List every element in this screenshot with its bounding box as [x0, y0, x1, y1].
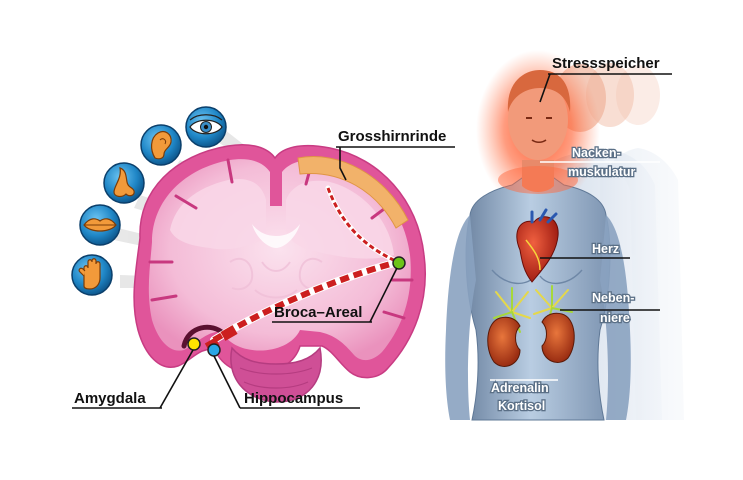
label-amygdala: Amygdala — [74, 390, 146, 407]
leader-lines-left — [72, 146, 455, 409]
eye-icon — [185, 106, 227, 148]
label-nacken-1: Nacken- — [572, 146, 621, 160]
kidney-right — [541, 312, 575, 363]
nose-icon — [103, 162, 145, 204]
label-broca: Broca–Areal — [274, 304, 362, 321]
label-herz: Herz — [592, 242, 619, 256]
broca-marker — [392, 256, 406, 270]
label-stressspeicher: Stressspeicher — [552, 55, 660, 72]
label-nacken-2: muskulatur — [568, 165, 636, 179]
kidney-left — [487, 316, 521, 367]
brain-cross-section — [133, 144, 426, 403]
hippocampus-marker — [207, 343, 221, 357]
mouth-icon — [79, 204, 121, 246]
hand-icon — [71, 254, 113, 296]
amygdala-marker — [187, 337, 201, 351]
label-neben-2: niere — [600, 311, 630, 325]
heart-organ — [516, 208, 559, 283]
label-kortisol: Kortisol — [498, 399, 545, 413]
label-adrenalin: Adrenalin — [491, 381, 549, 395]
label-grosshirnrinde: Grosshirnrinde — [338, 128, 446, 145]
label-neben-1: Neben- — [592, 291, 634, 305]
ear-icon — [140, 124, 182, 166]
label-hippocampus: Hippocampus — [244, 390, 343, 407]
leader-lines-right — [490, 73, 672, 381]
cortex-highlight — [297, 156, 409, 229]
